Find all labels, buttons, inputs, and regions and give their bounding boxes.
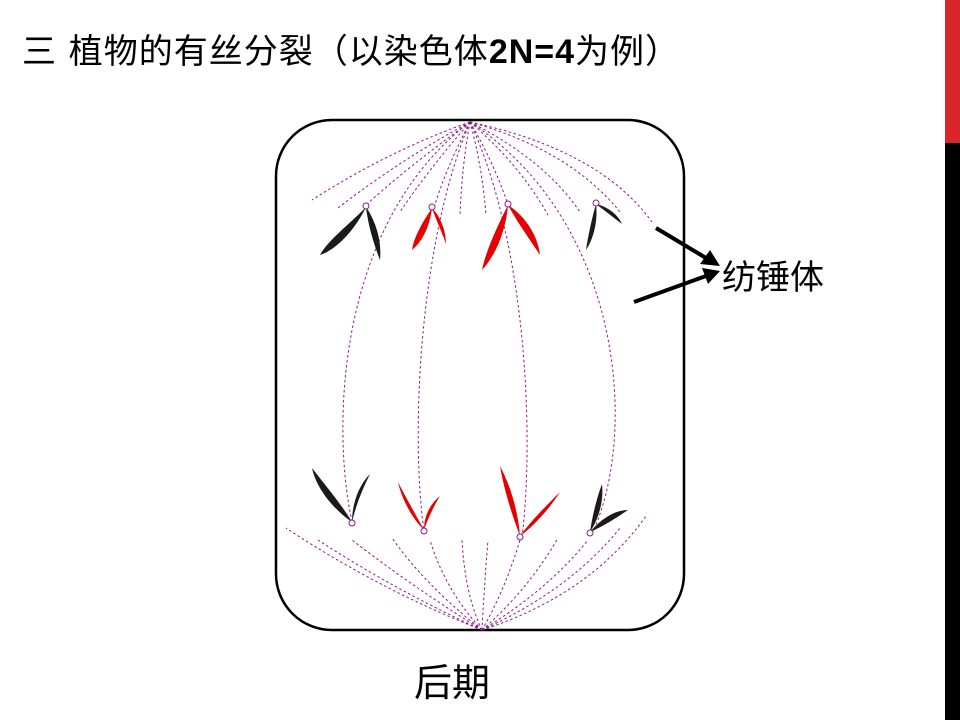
slide-title: 三 植物的有丝分裂（以染色体2N=4为例） [22, 24, 680, 73]
chromosome-lower-black-1 [312, 468, 370, 527]
spindle-pointer-arrows [633, 226, 720, 304]
stage-label: 后期 [414, 661, 491, 705]
title-prefix: 三 植物的有丝分裂（以染色体 [22, 32, 489, 72]
chromosome-upper-black-1 [320, 202, 381, 260]
title-formula: 2N=4 [488, 33, 576, 71]
plant-cell-wall [274, 118, 686, 632]
chromosome-lower-red-1 [398, 482, 440, 535]
chromosome-lower-red-2 [500, 466, 560, 541]
slide-accent-bar-red [945, 0, 960, 143]
spindle-fibers-continuous [342, 121, 616, 539]
chromosome-upper-red-1 [412, 203, 446, 250]
chromosome-upper-red-2 [482, 200, 540, 270]
chromosome-upper-black-2 [586, 199, 622, 250]
slide-accent-bar-black [945, 143, 960, 720]
chromosome-lower-black-2 [586, 484, 628, 537]
chromosomes-lower [312, 466, 628, 541]
chromosomes-upper [320, 199, 622, 270]
spindle-fibers-upper-pole [311, 121, 653, 223]
title-suffix: 为例） [575, 32, 681, 72]
spindle-fibers-lower-pole [285, 515, 647, 631]
spindle-label: 纺锤体 [722, 258, 824, 298]
